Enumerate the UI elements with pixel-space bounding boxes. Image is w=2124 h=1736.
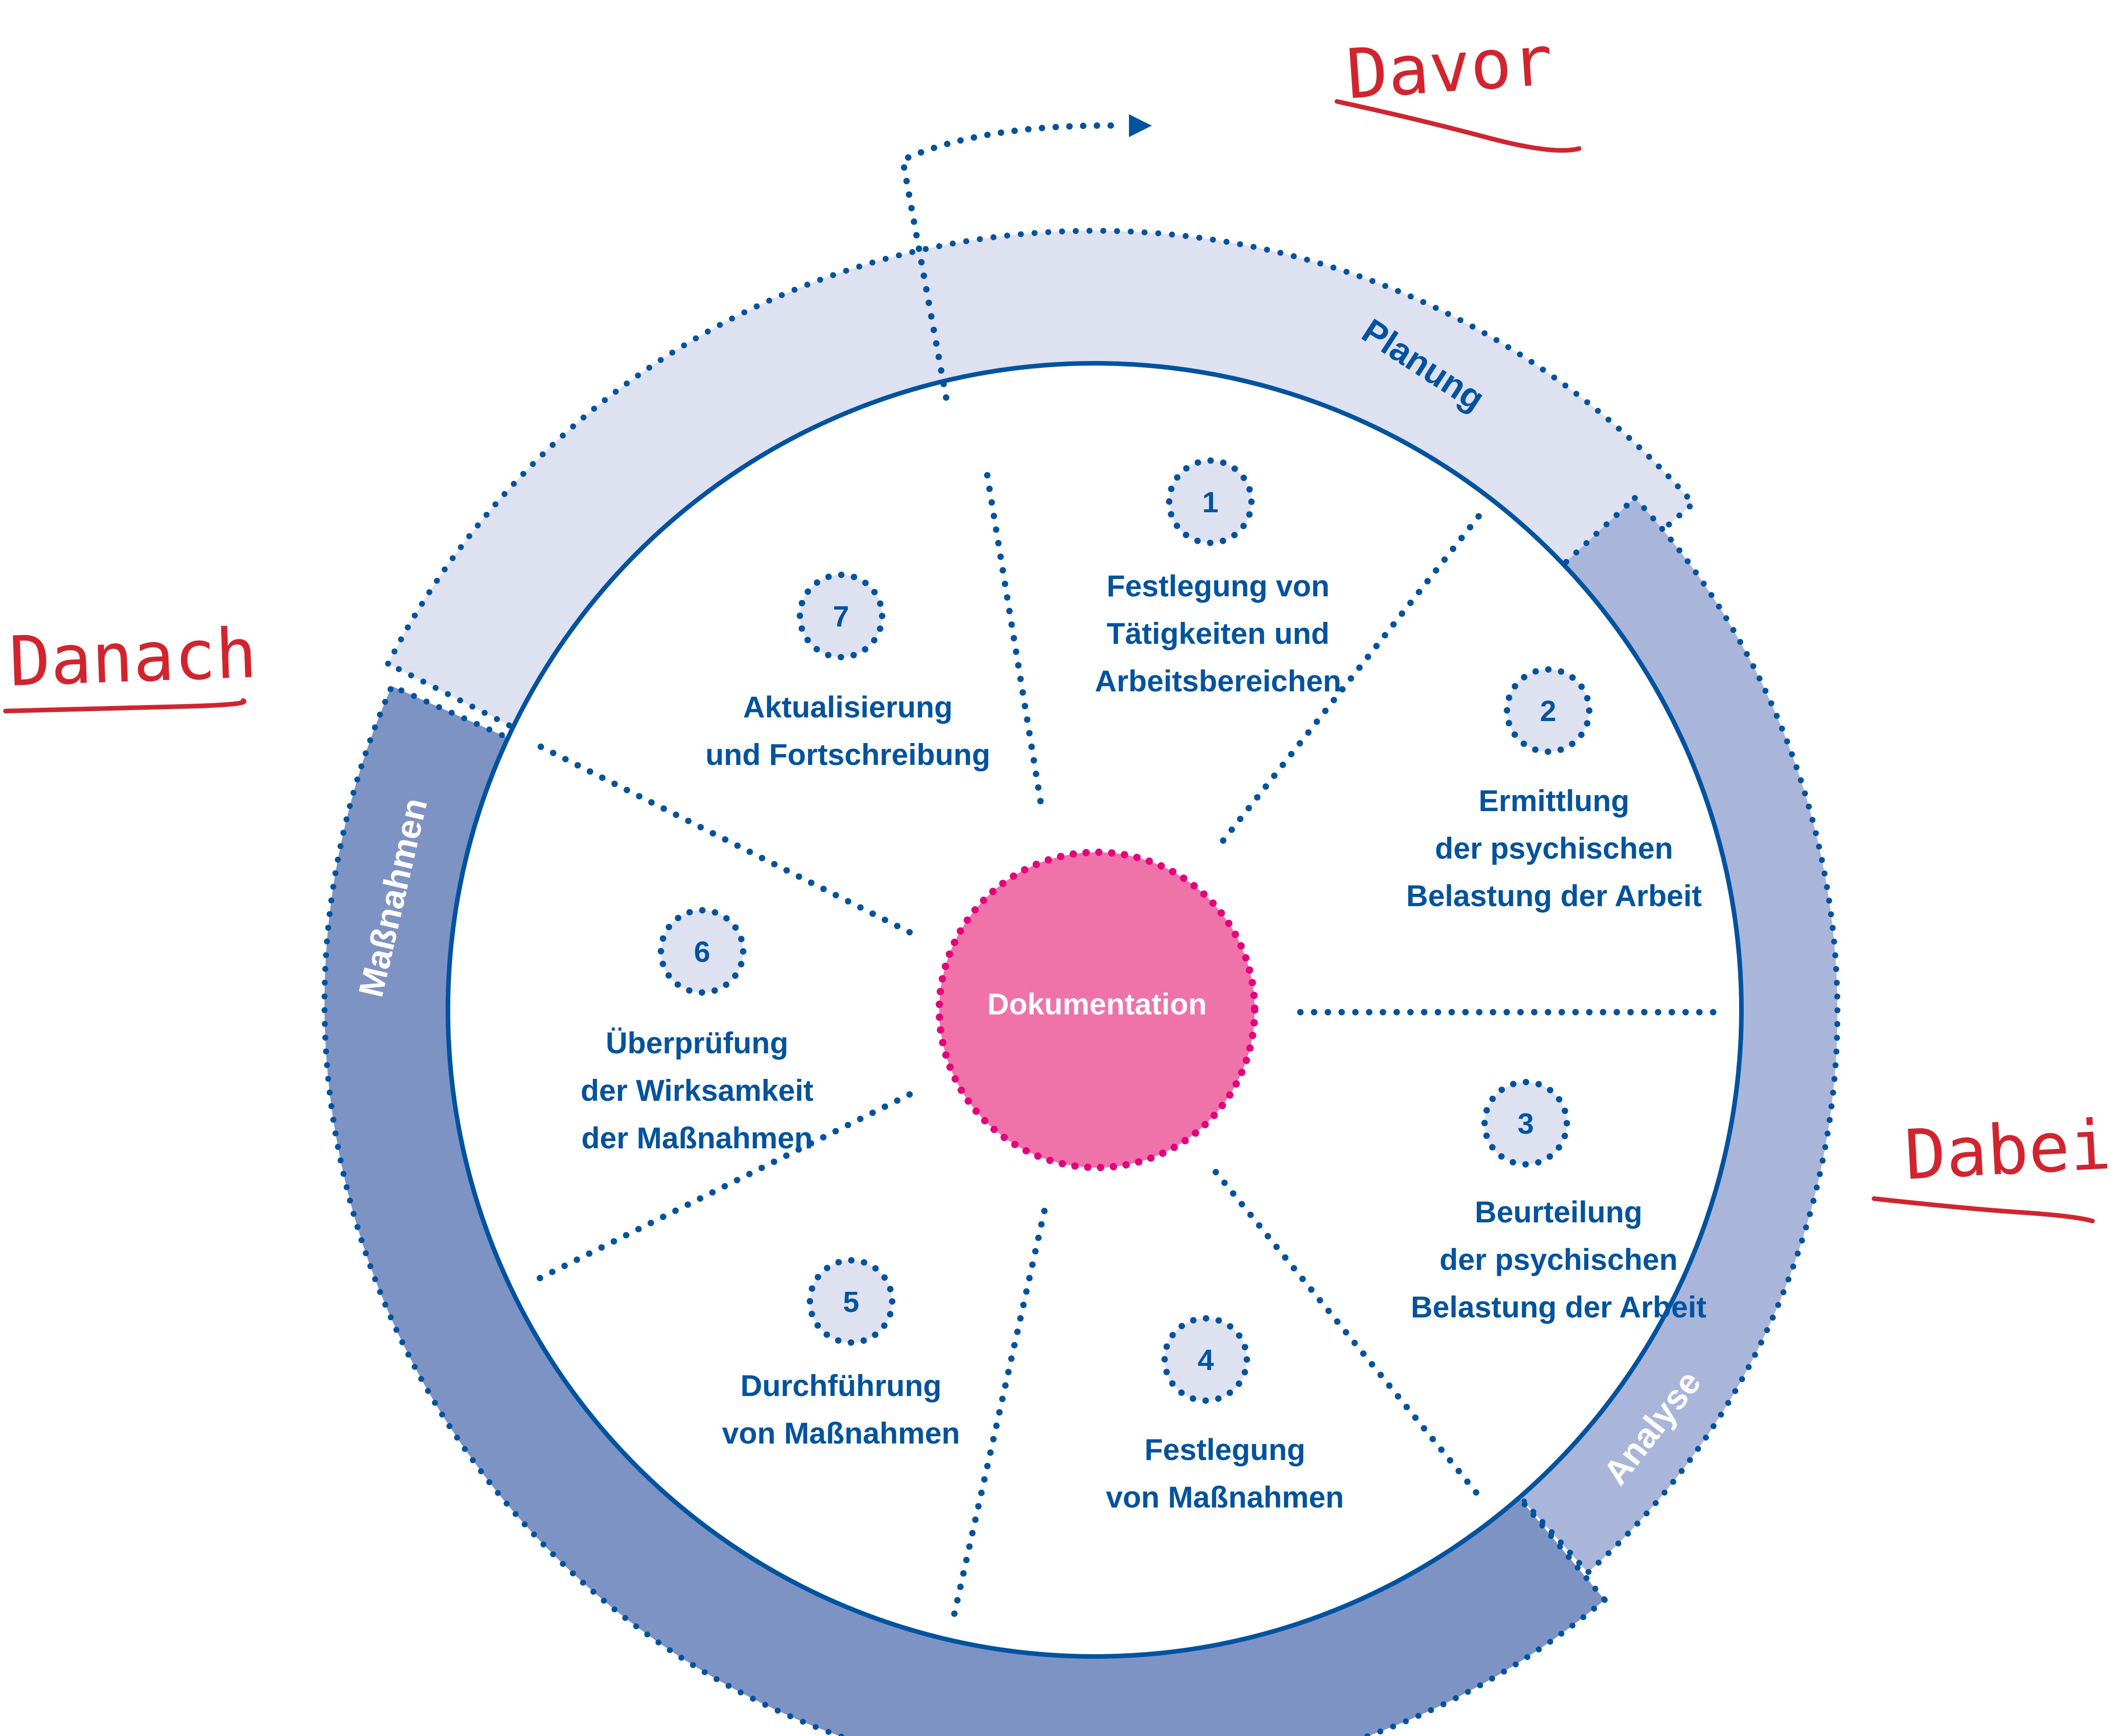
step-label-line: Durchführung (740, 1369, 942, 1402)
step-number: 7 (833, 600, 849, 633)
step-label-line: Tätigkeiten und (1107, 616, 1330, 650)
feedback-arrow (899, 114, 1152, 401)
step-number-badge (1481, 1079, 1570, 1168)
step-label-line: Beurteilung (1475, 1195, 1643, 1229)
segment-dividers (529, 472, 1724, 1623)
step-number: 2 (1540, 695, 1556, 727)
annotation-davor: Davor (1344, 21, 1555, 115)
divider-line (984, 472, 1045, 814)
center-documentation: Dokumentation (936, 849, 1258, 1171)
step-label-line: der Wirksamkeit (580, 1073, 813, 1107)
annotation-davor-underline (1335, 99, 1581, 153)
phase-band-planung (384, 228, 1698, 742)
divider-line (529, 1091, 913, 1285)
divider-line (1213, 513, 1482, 853)
divider-line (1213, 1169, 1486, 1504)
center-label: Dokumentation (987, 987, 1207, 1021)
step-label-line: Belastung der Arbeit (1406, 879, 1702, 913)
annotation-danach: Danach (8, 614, 258, 702)
step-number: 1 (1202, 486, 1219, 519)
center-circle-dotted-border (936, 849, 1258, 1171)
step-number-badge (1166, 457, 1255, 546)
step-label-line: und Fortschreibung (705, 738, 990, 771)
step-label-line: Arbeitsbereichen (1095, 664, 1341, 698)
step-label-line: von Maßnahmen (1106, 1480, 1344, 1514)
divider-line (529, 739, 913, 935)
step-number-badge (807, 1257, 895, 1346)
step-number: 6 (694, 935, 710, 968)
step-label-line: von Maßnahmen (722, 1416, 960, 1450)
step-label-line: Festlegung von (1107, 569, 1330, 603)
annotation-dabei-underline (1872, 1196, 2095, 1223)
step-label-line: der psychischen (1435, 831, 1673, 865)
step-number-badge (1161, 1315, 1250, 1404)
step-number-badge (1504, 666, 1592, 755)
feedback-arrow-line (899, 122, 1128, 401)
step-number: 5 (843, 1285, 859, 1318)
step-label-line: Festlegung (1145, 1433, 1305, 1466)
annotation-danach-underline (3, 698, 246, 713)
phase-band-analyse (1501, 494, 1841, 1577)
step-number-badge (658, 907, 746, 996)
step-label-line: Überprüfung (606, 1026, 788, 1060)
step-label-line: Aktualisierung (743, 690, 953, 724)
step-label-line: Ermittlung (1479, 784, 1629, 818)
step-number-badge (797, 572, 885, 660)
arrow-head-icon (1129, 114, 1152, 137)
divider-line (950, 1208, 1048, 1623)
step-label-line: der psychischen (1440, 1242, 1678, 1276)
step-number: 3 (1517, 1107, 1534, 1140)
step-label-line: der Maßnahmen (581, 1121, 813, 1155)
annotation-dabei: Dabei (1903, 1105, 2113, 1195)
center-circle (939, 852, 1255, 1168)
step-label-line: Belastung der Arbeit (1411, 1290, 1707, 1324)
annotations: Davor Dabei Danach (3, 21, 2113, 1223)
step-number: 4 (1198, 1343, 1214, 1376)
